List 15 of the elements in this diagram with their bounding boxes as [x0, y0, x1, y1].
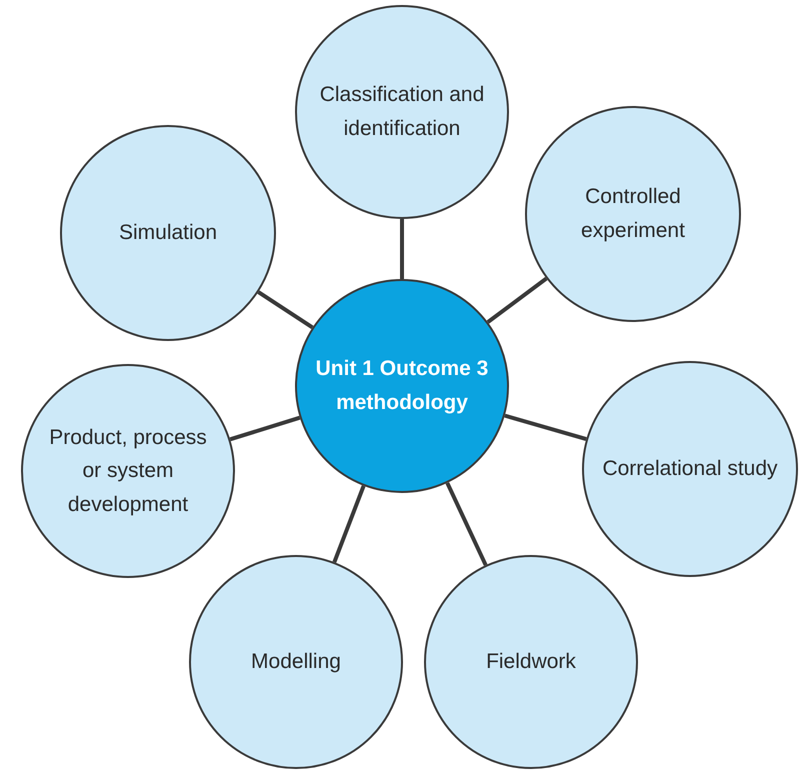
topic-label: Simulation: [118, 220, 218, 246]
topic-label: Correlational study: [602, 456, 778, 482]
topic-label: Product, process or system development: [48, 424, 208, 518]
connector-line: [257, 290, 314, 330]
topic-label: Fieldwork: [486, 649, 576, 676]
connector-line: [230, 416, 300, 442]
connector-line: [446, 482, 488, 566]
topic-label: Controlled experiment: [580, 184, 686, 244]
connector-line: [486, 276, 548, 324]
topic-label: Modelling: [251, 649, 341, 676]
connector-line: [504, 414, 587, 442]
connector-line: [400, 219, 404, 279]
topic-label: Classification and identification: [318, 82, 486, 142]
hub-label: Unit 1 Outcome 3 methodology: [315, 356, 489, 416]
connector-line: [332, 485, 366, 563]
